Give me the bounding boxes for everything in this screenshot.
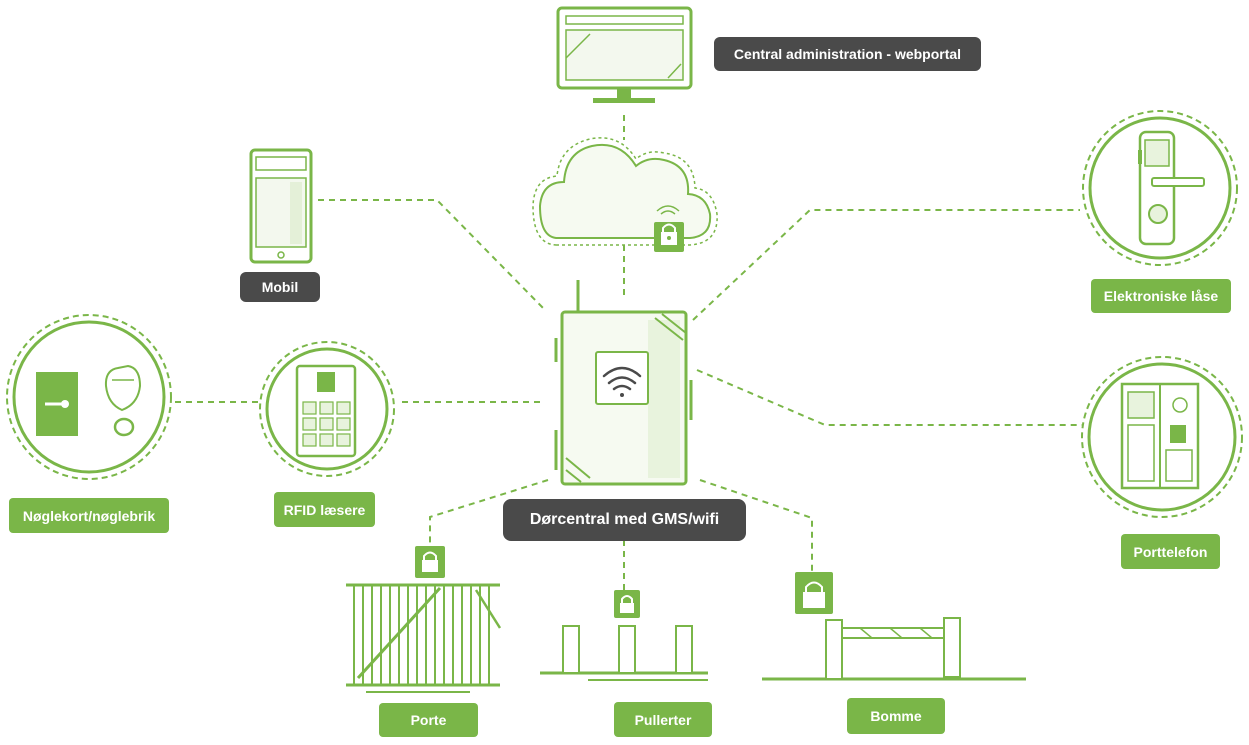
barrier-padlock-icon [795,572,833,614]
monitor-icon [556,6,693,103]
bollard-padlock-icon [614,590,640,618]
doorcentral-label: Dørcentral med GMS/wifi [503,499,746,541]
rfid-reader-icon [259,341,395,477]
electronic-door-lock-icon [1082,110,1238,266]
central-admin-label: Central administration - webportal [714,37,981,71]
porttelefon-label: Porttelefon [1121,534,1220,569]
gate-padlock-icon [415,546,445,578]
intercom-icon [1081,356,1243,518]
cloud-padlock-icon [654,205,684,252]
porte-label: Porte [379,703,478,737]
door-controller-icon [554,280,693,486]
wifi-icon [602,366,642,397]
keycard-keyfob-icon [6,314,172,480]
cloud-icon [532,137,718,246]
barrier-icon [762,617,1026,681]
mobil-label: Mobil [240,272,320,302]
noeglekort-label: Nøglekort/nøglebrik [9,498,169,533]
bollards-icon [540,625,708,681]
connector-lines [175,115,1082,590]
rfid-label: RFID læsere [274,492,375,527]
bomme-label: Bomme [847,698,945,734]
gate-icon [346,583,502,693]
pullerter-label: Pullerter [614,702,712,737]
mobile-phone-icon [249,148,313,264]
elektroniske-laase-label: Elektroniske låse [1091,279,1231,313]
